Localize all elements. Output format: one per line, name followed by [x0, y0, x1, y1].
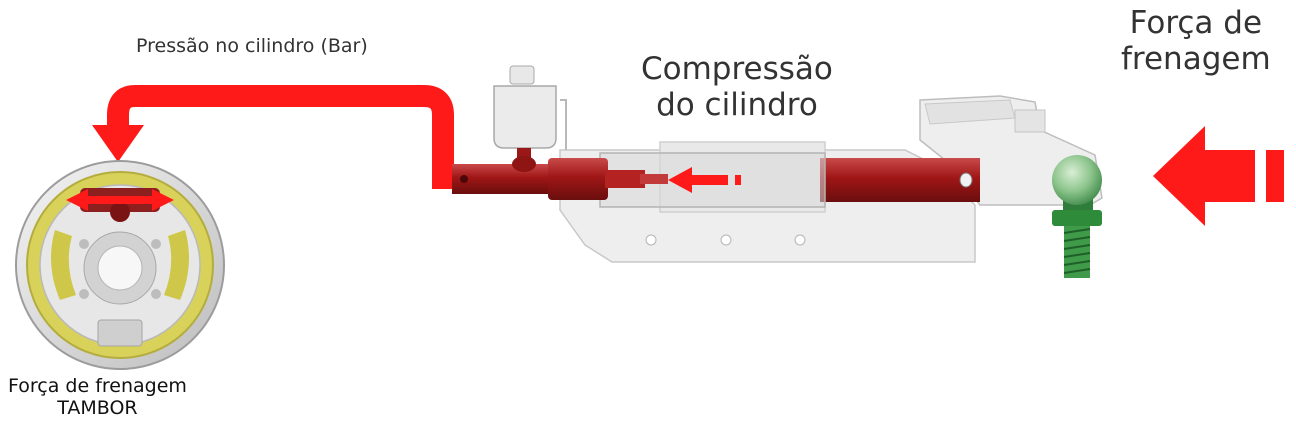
- pressure-label: Pressão no cilindro (Bar): [136, 35, 368, 58]
- braking-force-label-line2: frenagem: [1121, 40, 1271, 77]
- pressure-label-text: Pressão no cilindro (Bar): [136, 35, 368, 57]
- drum-label-line2: TAMBOR: [57, 396, 138, 419]
- drum-label-line1: Força de frenagem: [8, 375, 187, 397]
- braking-force-label-line1: Força de: [1129, 5, 1263, 41]
- compression-label: Compressão do cilindro: [641, 51, 833, 123]
- push-rod: [820, 158, 980, 202]
- braking-force-label: Força de frenagem: [1121, 5, 1271, 77]
- braking-force-arrow: [1153, 126, 1284, 226]
- compression-label-line2: do cilindro: [656, 86, 818, 123]
- drum-brake: [15, 160, 225, 370]
- fluid-reservoir: [493, 65, 567, 172]
- compression-arrow: [668, 167, 741, 193]
- hitch-ball: [1052, 155, 1102, 278]
- drum-label: Força de frenagem TAMBOR: [8, 375, 187, 420]
- compression-label-line1: Compressão: [641, 51, 833, 87]
- master-cylinder: [452, 158, 668, 200]
- pressure-flow-arrow: [92, 85, 454, 189]
- push-rod-pin-hole: [959, 172, 973, 188]
